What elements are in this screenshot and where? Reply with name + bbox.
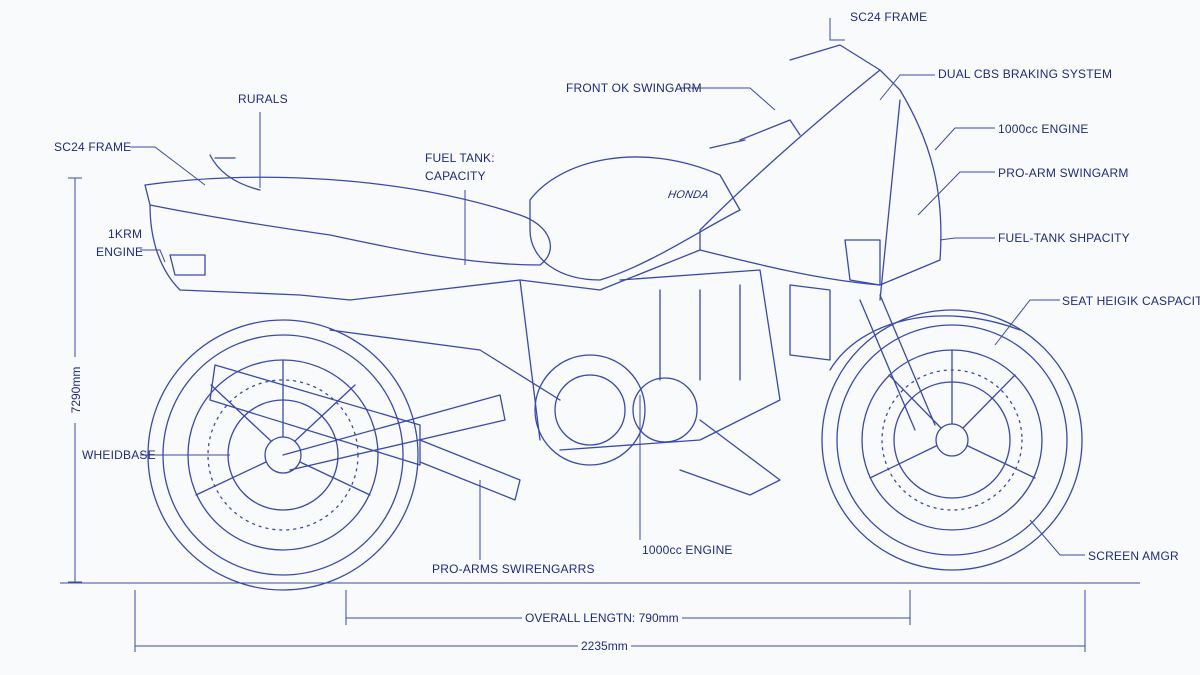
front-wheel (821, 309, 1083, 571)
fairing (699, 69, 942, 286)
label-wheelbase: WHEIDBASE (82, 448, 156, 462)
dimension-height: 7290mm (69, 357, 83, 423)
label-engine-left-line1: 1KRM (108, 227, 143, 241)
label-fuel-tank-capacity-right: FUEL-TANK SHPACITY (998, 231, 1130, 245)
label-fuel-tank-line1: FUEL TANK: (425, 151, 495, 165)
swingarm (282, 394, 506, 471)
exhaust (209, 364, 421, 466)
label-seat-height: SEAT HEIGIK CASPACITY (1062, 294, 1200, 308)
label-engine-left-line2: ENGINE (96, 245, 144, 259)
label-rurals: RURALS (238, 92, 288, 106)
front-fender (829, 315, 1021, 371)
seat (144, 176, 551, 266)
label-1000cc-engine-right: 1000cc ENGINE (998, 122, 1089, 136)
label-front-swingarm: FRONT OK SWINGARM (566, 81, 702, 95)
brand-mark: HONDA (666, 189, 710, 201)
label-sc24-frame-left: SC24 FRAME (54, 140, 132, 154)
label-pro-arms: PRO-ARMS SWIRENGARRS (432, 562, 595, 576)
engine-cover (534, 354, 646, 466)
label-fuel-tank-line2: CAPACITY (425, 169, 486, 183)
rear-wheel (147, 319, 419, 591)
fuel-tank (529, 156, 741, 281)
dimension-total-length: 2235mm (578, 639, 631, 653)
label-sc24-frame-top: SC24 FRAME (850, 10, 928, 24)
label-screen: SCREEN AMGR (1088, 549, 1179, 563)
dimension-overall-length: OVERALL LENGTN: 790mm (522, 611, 682, 625)
label-dual-cbs: DUAL CBS BRAKING SYSTEM (938, 67, 1113, 81)
label-pro-arm-swingarm: PRO-ARM SWINGARM (998, 166, 1129, 180)
label-1000cc-engine-bottom: 1000cc ENGINE (642, 543, 733, 557)
